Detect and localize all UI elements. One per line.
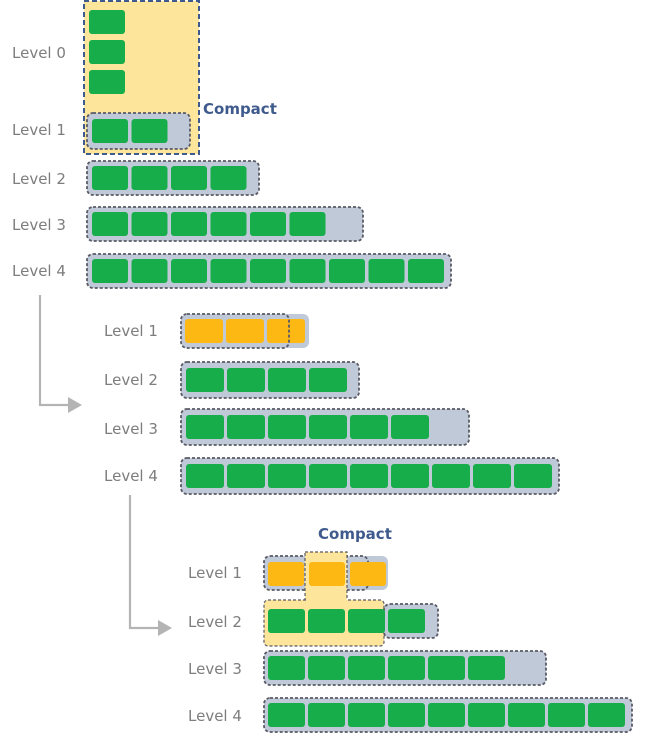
stage3-level4-file-6 [468,703,505,727]
stage2-level2-file-4 [309,368,347,392]
stage2-level1-label: Level 1 [104,322,158,340]
arrow-stage2-to-stage3-line [128,495,158,630]
stage1-level0-label: Level 0 [12,44,66,62]
stage3-level3-file-4 [388,656,425,680]
stage1-level2-file-1 [92,166,128,190]
stage3-level4-file-1 [268,703,305,727]
stage3-level1-file-1 [268,562,304,586]
stage2-level3-file-5 [350,415,388,439]
stage3-level1-file-2 [309,562,345,586]
stage3-level2-label: Level 2 [188,613,242,631]
stage2-level3-file-1 [186,415,224,439]
stage1-level2-file-3 [171,166,207,190]
stage2-level3-file-2 [227,415,265,439]
stage3-level2-file-2 [308,609,345,633]
stage3-level4-file-5 [428,703,465,727]
stage1-level1-file-2 [131,119,168,143]
stage1-level2-file-4 [210,166,247,190]
stage2-level4-file-6 [391,464,429,488]
stage3-level2-file-3 [348,609,385,633]
stage1-level3-file-6 [289,212,326,236]
compact-label-stage1: Compact [203,100,277,118]
stage3-level4-file-2 [308,703,345,727]
stage2-level3-file-6 [391,415,429,439]
stage1-level3-file-2 [131,212,168,236]
stage3-level1-file-3 [350,562,386,586]
stage1-level4-file-1 [92,259,128,283]
stage1-level4-file-8 [368,259,405,283]
stage1-level1-label: Level 1 [12,121,66,139]
stage1-level0-file-3 [89,70,125,94]
stage3-level3-file-3 [348,656,385,680]
stage3-level2-file-1 [268,609,305,633]
stage2-level4-file-5 [350,464,388,488]
stage1-level3-label: Level 3 [12,216,66,234]
stage3-level4-file-3 [348,703,385,727]
arrow-stage1-to-stage2-line [38,295,68,407]
stage1-level4-file-5 [250,259,286,283]
arrow-stage1-to-stage2-head [68,397,82,413]
stage2-level2-file-1 [186,368,224,392]
stage2-level3-label: Level 3 [104,420,158,438]
stage2-level3-file-3 [268,415,306,439]
stage1-level0-file-1 [89,10,125,34]
stage1-level3-file-3 [171,212,207,236]
stage3-level3-file-2 [308,656,345,680]
stage2-level2-file-3 [268,368,306,392]
stage2-level4-label: Level 4 [104,467,158,485]
stage3-level4-label: Level 4 [188,707,242,725]
arrow-stage2-to-stage3-head [158,620,172,636]
stage1-level2-file-2 [131,166,168,190]
stage2-level3-file-4 [309,415,347,439]
stage1-level4-file-7 [329,259,365,283]
stage2-level1-file-1 [185,319,223,343]
stage2-level1-compact-outline [180,313,290,349]
stage3-level4-file-8 [548,703,585,727]
stage2-level2-file-2 [227,368,265,392]
stage3-level1-label: Level 1 [188,564,242,582]
stage3-level3-file-6 [468,656,505,680]
stage2-level2-label: Level 2 [104,371,158,389]
stage2-level4-file-1 [186,464,224,488]
stage3-level4-file-7 [508,703,545,727]
stage2-level4-file-7 [432,464,470,488]
stage2-level4-file-2 [227,464,265,488]
stage3-level4-file-4 [388,703,425,727]
stage3-level2-file-4 [388,609,425,633]
stage1-level4-file-6 [289,259,326,283]
stage1-level4-file-9 [408,259,444,283]
stage1-level4-label: Level 4 [12,262,66,280]
stage1-level3-file-4 [210,212,247,236]
stage1-level4-file-2 [131,259,168,283]
stage1-level3-file-5 [250,212,286,236]
stage3-level4-file-9 [588,703,625,727]
stage2-level1-file-2 [226,319,264,343]
stage3-level3-file-1 [268,656,305,680]
compact-label-stage3: Compact [318,525,392,543]
stage2-level4-file-9 [514,464,552,488]
stage3-level3-label: Level 3 [188,660,242,678]
stage1-level3-file-1 [92,212,128,236]
stage2-level4-file-3 [268,464,306,488]
stage2-level1-file-3 [267,319,305,343]
stage2-level4-file-4 [309,464,347,488]
stage2-level4-file-8 [473,464,511,488]
stage3-compact-region-join [306,596,346,604]
stage1-level4-file-4 [210,259,247,283]
stage3-level3-file-5 [428,656,465,680]
stage1-level0-file-2 [89,40,125,64]
stage1-level4-file-3 [171,259,207,283]
stage1-level1-file-1 [92,119,128,143]
stage1-level2-label: Level 2 [12,170,66,188]
